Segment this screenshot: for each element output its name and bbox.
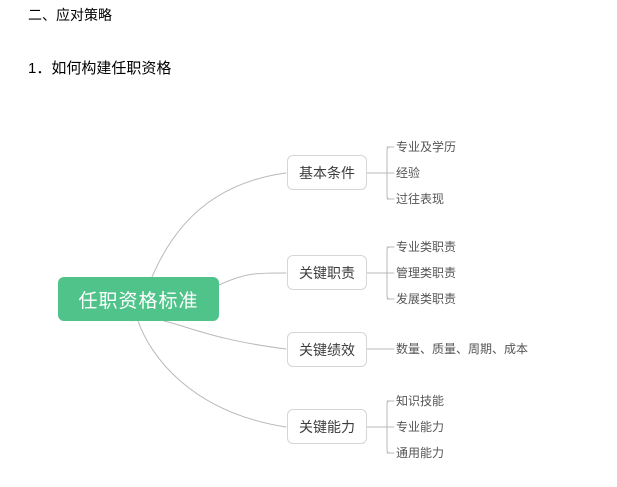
branch-node-label: 关键绩效 <box>299 341 355 358</box>
branch-node-label: 关键职责 <box>299 264 355 281</box>
bracket-branch-3 <box>386 400 394 454</box>
mindmap-leaf-label: 知识技能 <box>396 394 445 408</box>
branch-node-label: 关键能力 <box>299 418 355 435</box>
edge-root-to-branch-1 <box>218 272 287 286</box>
mindmap-root-node[interactable]: 任职资格标准 <box>58 277 219 321</box>
bracket-branch-1 <box>386 246 394 300</box>
mindmap-branch-node-key-capabilities[interactable]: 关键能力 <box>287 409 367 444</box>
edge-root-to-branch-3 <box>137 320 287 428</box>
branch-node-label: 基本条件 <box>299 164 355 181</box>
mindmap-leaf-label: 专业及学历 <box>396 140 457 154</box>
heading-chapter-two: 二、应对策略 <box>28 7 112 23</box>
mindmap-leaf-label: 管理类职责 <box>396 266 457 280</box>
mindmap-leaf-label: 发展类职责 <box>396 292 457 306</box>
bracket-branch-0 <box>386 146 394 200</box>
mindmap-branch-node-key-responsibilities[interactable]: 关键职责 <box>287 255 367 290</box>
mindmap-branch-node-key-performance[interactable]: 关键绩效 <box>287 332 367 367</box>
mindmap-leaf-label: 专业能力 <box>396 420 445 434</box>
mindmap-branch-node-basic-conditions[interactable]: 基本条件 <box>287 155 367 190</box>
mindmap-leaf-label: 通用能力 <box>396 446 445 460</box>
root-node-label: 任职资格标准 <box>78 290 199 312</box>
mindmap-leaf-label: 经验 <box>396 166 421 180</box>
mindmap-leaf-label: 专业类职责 <box>396 240 457 254</box>
edge-root-to-branch-2 <box>163 320 287 350</box>
mindmap-leaf-label: 数量、质量、周期、成本 <box>396 342 529 356</box>
mindmap-leaf-label: 过往表现 <box>396 192 445 206</box>
heading-section-one: 1．如何构建任职资格 <box>28 60 172 77</box>
